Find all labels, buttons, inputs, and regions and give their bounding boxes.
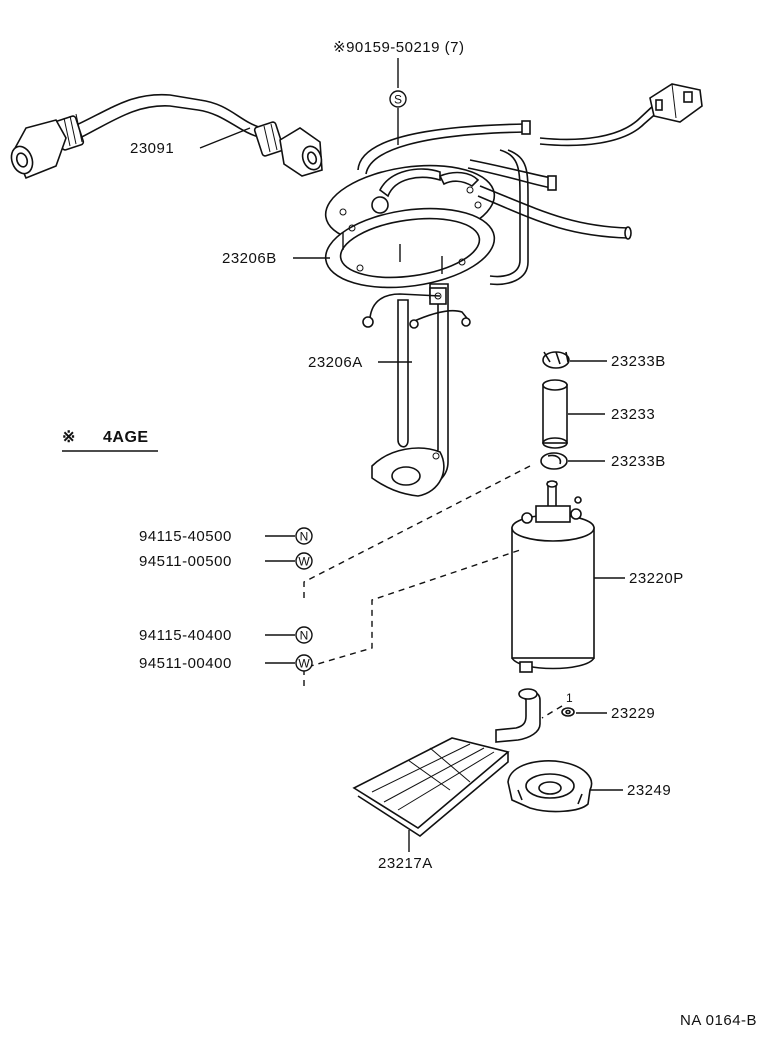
assembly-dash-lower: [303, 549, 521, 686]
fastener-part-number: 94115-40500: [139, 528, 232, 545]
label-23249: 23249: [627, 782, 671, 799]
clamp-top-icon: [542, 351, 570, 369]
svg-text:W: W: [298, 657, 310, 671]
pump-bracket-icon: [362, 283, 471, 497]
pump-cushion-icon: [507, 760, 593, 813]
label-23217A: 23217A: [378, 855, 433, 872]
label-23229: 23229: [611, 705, 655, 722]
electrical-connector-icon: [649, 83, 703, 123]
label-23233: 23233: [611, 406, 655, 423]
nut-symbol-icon: [295, 527, 313, 545]
fastener-part-number: 94511-00500: [139, 553, 232, 570]
label-23206A: 23206A: [308, 354, 363, 371]
short-hose-icon: [542, 379, 568, 449]
fastener-4: 94511-00400 W: [139, 654, 313, 672]
label-23233B-top: 23233B: [611, 353, 666, 370]
washer-symbol-icon: [295, 654, 313, 672]
fastener-part-number: 94115-40400: [139, 627, 232, 644]
nut-symbol-icon: [295, 626, 313, 644]
note-label-4age: 4AGE: [103, 429, 149, 446]
svg-text:N: N: [300, 530, 309, 544]
sender-plate-icon: [324, 164, 496, 289]
fuel-filter-icon: [352, 688, 541, 837]
fuel-hose-icon: [10, 93, 323, 180]
top-callout-label: ※90159-50219 (7): [333, 39, 465, 56]
svg-text:N: N: [300, 629, 309, 643]
label-23206B: 23206B: [222, 250, 277, 267]
label-23220P: 23220P: [629, 570, 684, 587]
washer-symbol-icon: [295, 552, 313, 570]
label-23233B-bottom: 23233B: [611, 453, 666, 470]
washer-qty: 1: [566, 691, 573, 705]
fastener-2: 94511-00500 W: [139, 552, 313, 570]
fastener-1: 94115-40500 N: [139, 527, 313, 545]
note-mark: ※: [62, 429, 76, 446]
hose-leader: [199, 127, 251, 149]
fastener-3: 94115-40400 N: [139, 626, 313, 644]
washer-dash: [541, 705, 563, 719]
washer-icon: [561, 707, 575, 717]
screw-symbol-icon: S: [389, 90, 407, 108]
screw-symbol-letter: S: [394, 93, 402, 107]
svg-text:W: W: [298, 555, 310, 569]
fuel-pump-icon: [511, 480, 595, 673]
assembly-dash-upper: [303, 465, 531, 598]
clamp-bottom-icon: [540, 452, 568, 470]
fastener-part-number: 94511-00400: [139, 655, 232, 672]
label-23091: 23091: [130, 140, 174, 157]
fuel-lines-icon: [357, 103, 661, 286]
figure-code: NA 0164-B: [680, 1012, 757, 1029]
